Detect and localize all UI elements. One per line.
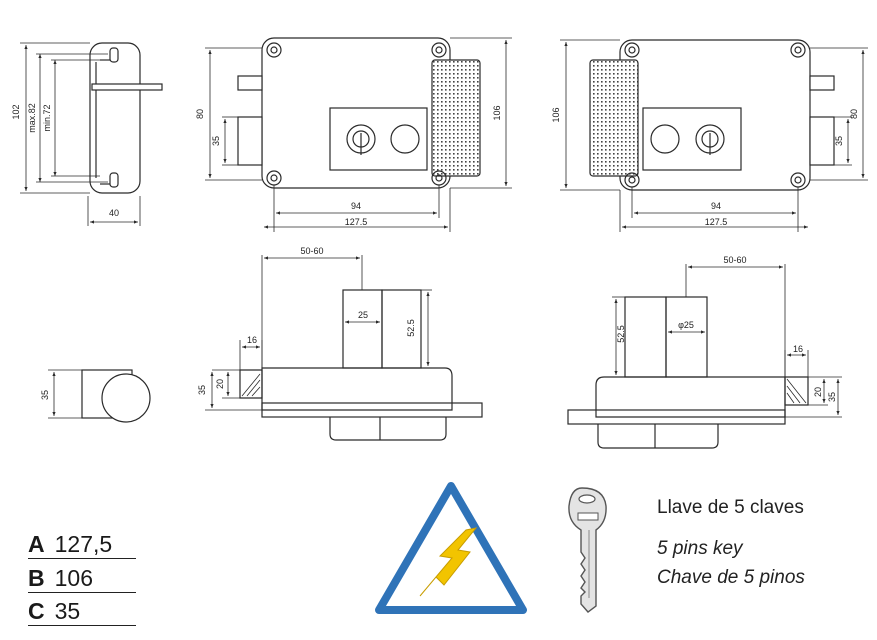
dim-52-5-left: 52.5 [406,319,416,337]
spec-a: A 127,5 [28,531,136,559]
dim-106-left: 106 [492,105,502,120]
spec-c-value: 35 [54,598,81,624]
dim-94-right: 94 [711,201,721,211]
dim-127-left: 127.5 [345,217,368,227]
dim-16-right: 16 [793,344,803,354]
spec-c: C 35 [28,598,136,626]
dim-25-left: 25 [358,310,368,320]
front-view-left: 80 35 106 94 127.5 [195,37,512,232]
plan-view-left: 50-60 25 52.5 16 20 35 [197,246,483,441]
spec-b-letter: B [28,565,45,591]
dim-16-left: 16 [247,335,257,345]
dim-80-right: 80 [849,109,859,119]
dim-80-left: 80 [195,109,205,119]
key-label-english: 5 pins key [657,538,743,559]
spec-a-letter: A [28,531,45,557]
dim-25-right: φ25 [678,320,694,330]
dim-50-60-right: 50-60 [723,255,746,265]
spec-b-value: 106 [54,565,93,591]
dim-35-right: 35 [834,136,844,146]
spec-c-letter: C [28,598,45,624]
spec-b: B 106 [28,565,136,593]
dim-52-5-right: 52.5 [616,325,626,343]
dim-102: 102 [11,104,21,119]
key-label-spanish: Llave de 5 claves [657,497,804,518]
plan-view-right: 50-60 φ25 52.5 16 20 35 [567,255,842,449]
dim-35-plan-right: 35 [827,392,837,402]
side-view-left: 102 max.82 min.72 40 [11,42,163,226]
dim-min72: min.72 [42,104,52,131]
side-view-cylinder: 35 [40,369,151,423]
dim-20-right: 20 [813,387,823,397]
key-icon [568,487,607,613]
key-label-portuguese: Chave de 5 pinos [657,567,805,588]
dim-20-left: 20 [215,379,225,389]
dim-40: 40 [109,208,119,218]
front-view-right: 106 80 35 94 127.5 [551,39,868,232]
dim-max82: max.82 [27,103,37,133]
dim-50-60-left: 50-60 [300,246,323,256]
dim-35-plan-left: 35 [197,385,207,395]
dim-106-right: 106 [551,107,561,122]
dim-127-right: 127.5 [705,217,728,227]
warning-triangle-lightning-icon [375,482,527,614]
dim-94-left: 94 [351,201,361,211]
spec-a-value: 127,5 [54,531,113,557]
dim-35-cylinder: 35 [40,390,50,400]
dim-35-left: 35 [211,136,221,146]
